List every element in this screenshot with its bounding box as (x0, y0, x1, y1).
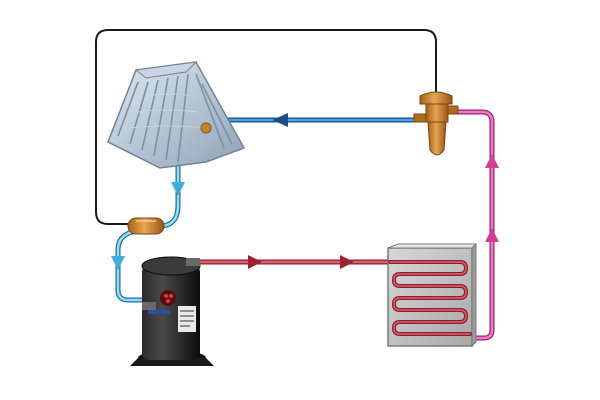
suction-flow-arrow-icon (171, 182, 185, 196)
discharge-flow-arrow-icon-2 (340, 255, 354, 269)
suction-line-highlight (116, 130, 180, 302)
condenser-outlet-arrow-icon-2 (485, 228, 499, 242)
discharge-flow-arrow-icon (248, 255, 262, 269)
liquid-flow-arrow-icon (272, 113, 288, 127)
sensing-line (95, 29, 437, 225)
condenser-coil-icon (387, 242, 478, 348)
suction-accumulator-icon (127, 217, 165, 235)
condenser-outlet-arrow-icon (485, 154, 499, 168)
suction-flow-arrow-icon-2 (111, 256, 125, 270)
condenser-outlet-line-highlight (450, 110, 494, 340)
evaporator-coil-icon (107, 61, 246, 169)
thermostatic-expansion-valve-icon (413, 91, 459, 156)
scroll-compressor-icon (130, 256, 214, 366)
